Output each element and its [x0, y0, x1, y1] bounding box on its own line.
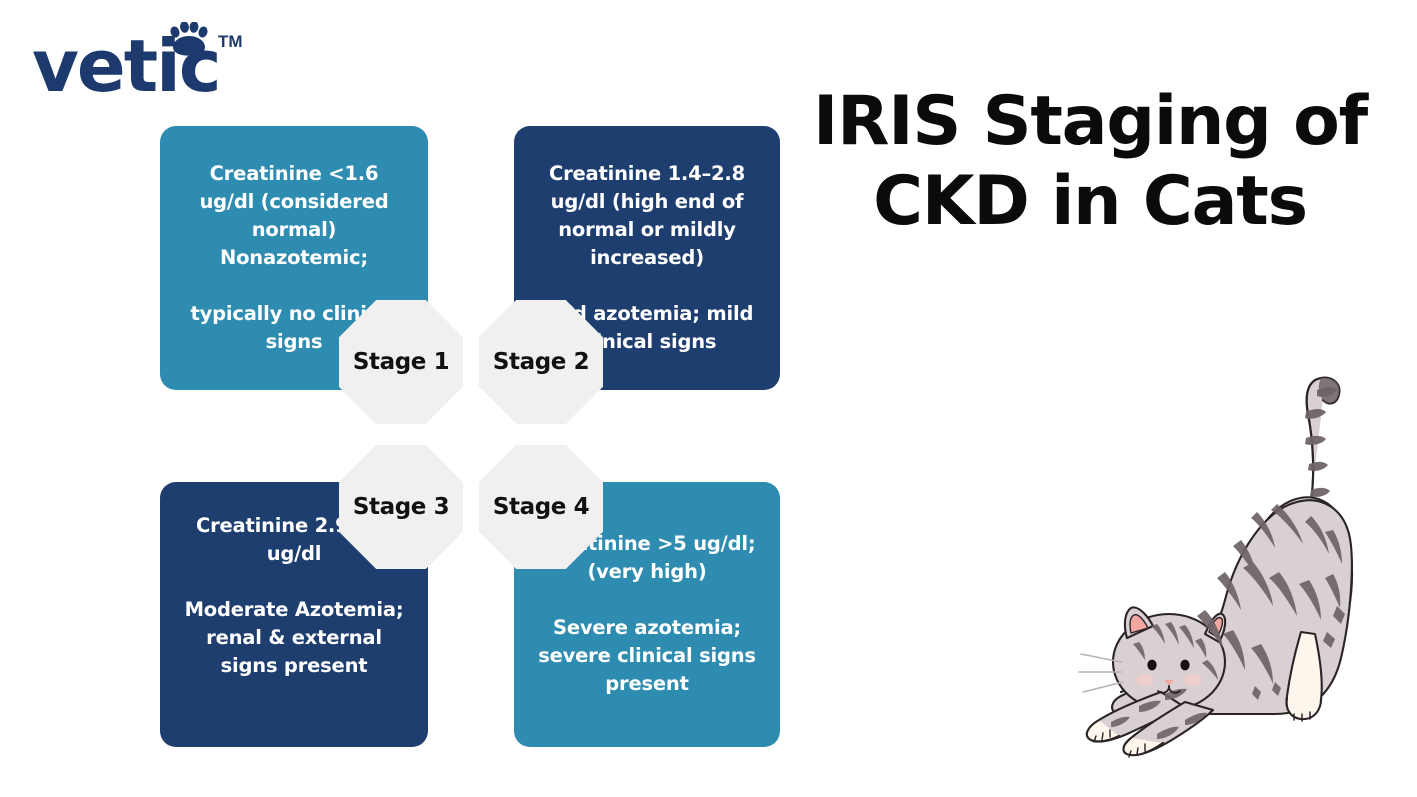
stage-2-description: Creatinine 1.4–2.8 ug/dl (high end of no… [541, 162, 754, 353]
stage-badge-2-label: Stage 2 [492, 349, 590, 375]
page-title-line-1: IRIS Staging of [812, 81, 1368, 161]
brand-logo: vetic TM [32, 18, 292, 104]
stage-3-description: Creatinine 2.9–5.0 ug/dl Moderate Azotem… [184, 514, 404, 677]
stage-badge-4-label: Stage 4 [492, 494, 590, 520]
stage-badge-3: Stage 3 [339, 445, 463, 569]
stage-card-4: Creatinine >5 ug/dl; (very high) Severe … [514, 482, 780, 747]
trademark-symbol: TM [218, 32, 243, 51]
paw-print-icon [170, 22, 208, 56]
page-title: IRIS Staging of CKD in Cats [790, 82, 1390, 242]
stage-badge-1-label: Stage 1 [352, 349, 450, 375]
stage-card-1: Creatinine <1.6 ug/dl (considered normal… [160, 126, 428, 390]
page-title-line-2: CKD in Cats [873, 161, 1308, 241]
stage-badge-3-label: Stage 3 [352, 494, 450, 520]
stage-badge-2: Stage 2 [479, 300, 603, 424]
stage-grid: Creatinine <1.6 ug/dl (considered normal… [160, 126, 780, 747]
stretching-cat-illustration [1078, 376, 1354, 758]
stage-badge-1: Stage 1 [339, 300, 463, 424]
stage-badge-4: Stage 4 [479, 445, 603, 569]
